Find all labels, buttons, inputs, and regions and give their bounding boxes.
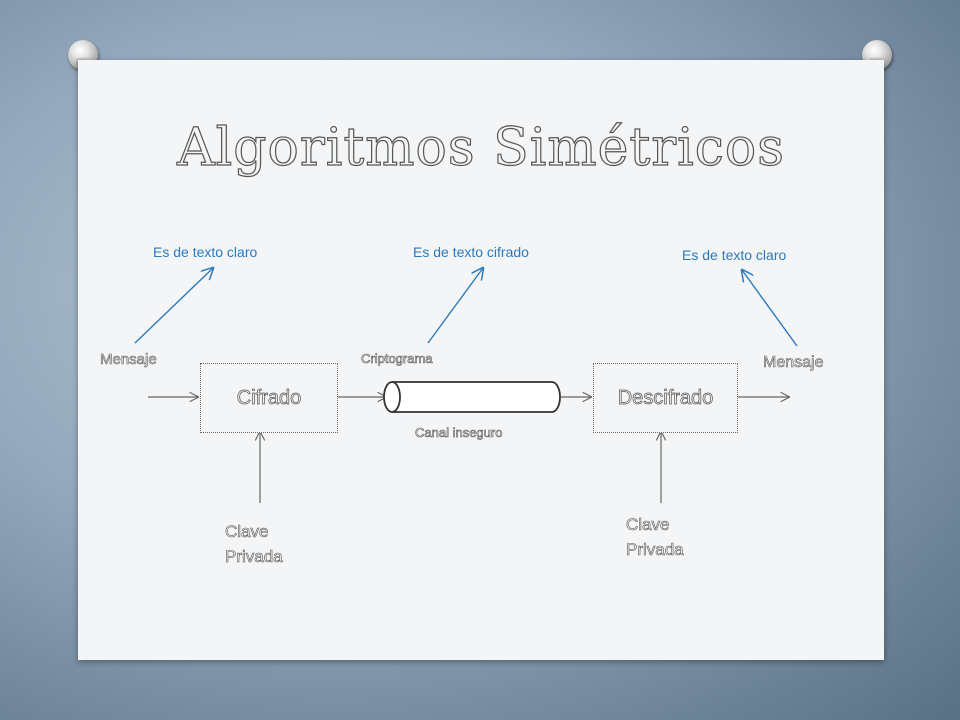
key-right-label: Clave Privada [626,512,684,562]
encrypt-label: Cifrado [236,386,302,409]
note-middle: Es de texto cifrado [413,244,529,260]
output-message-label: Mensaje [763,354,824,372]
note-arrow-right [742,270,798,347]
key-left-line1: Clave [225,522,269,542]
insecure-channel-label: Canal inseguro [415,425,503,441]
note-arrow-left [134,268,213,344]
decrypt-label: Descifrado [617,386,714,409]
note-left: Es de texto claro [153,244,258,260]
cryptogram-label: Criptograma [361,351,433,367]
input-message-label: Mensaje [100,351,157,369]
encrypt-box: Cifrado [200,363,338,433]
slide-title: Algoritmos Simétricos [176,117,785,178]
key-right-line2: Privada [626,540,684,560]
note-arrow-middle [427,268,483,344]
key-left-line2: Privada [225,547,283,567]
key-right-line1: Clave [626,515,670,535]
key-left-label: Clave Privada [225,519,283,569]
note-right: Es de texto claro [682,247,787,263]
decrypt-box: Descifrado [593,363,738,433]
channel-cylinder [383,381,561,413]
slide: Algoritmos Simétricos [78,60,884,660]
